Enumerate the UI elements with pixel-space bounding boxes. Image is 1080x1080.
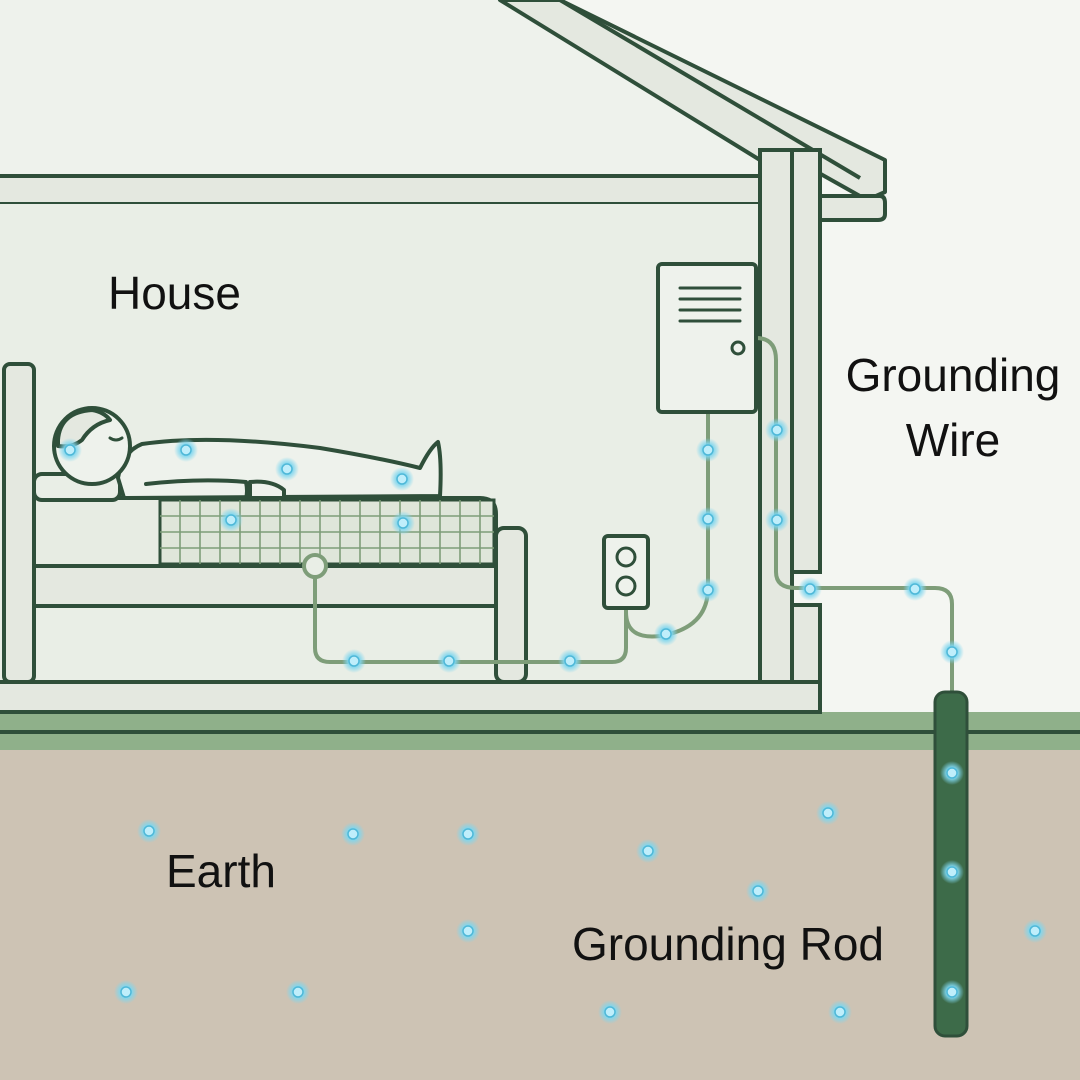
electron-particle-icon — [903, 577, 927, 601]
house-label: House — [108, 267, 241, 319]
panel-box — [656, 262, 758, 414]
electron-particle-icon — [456, 919, 480, 943]
electron-particle-icon — [816, 801, 840, 825]
bed-footboard — [494, 526, 528, 684]
electron-particle-icon — [137, 819, 161, 843]
electron-particle-icon — [58, 438, 82, 462]
panel-knob — [730, 340, 746, 356]
electron-particle-icon — [746, 879, 770, 903]
electron-particle-icon — [828, 1000, 852, 1024]
electron-particle-icon — [390, 467, 414, 491]
electron-particle-icon — [437, 649, 461, 673]
electron-particle-icon — [342, 649, 366, 673]
wall-outer-upper — [790, 148, 822, 574]
electron-particle-icon — [286, 980, 310, 1004]
electron-particle-icon — [275, 457, 299, 481]
electron-particle-icon — [558, 649, 582, 673]
person-arm — [144, 478, 249, 500]
ceiling-beam — [0, 174, 764, 206]
electron-particle-icon — [1023, 919, 1047, 943]
earth-ground — [0, 748, 1080, 1080]
electron-particle-icon — [696, 507, 720, 531]
electron-particle-icon — [940, 860, 964, 884]
panel-to-exterior-wire — [754, 336, 954, 694]
electron-particle-icon — [114, 980, 138, 1004]
bed-icon — [2, 362, 528, 684]
electron-particle-icon — [940, 761, 964, 785]
electron-particle-icon — [798, 577, 822, 601]
electron-particle-icon — [174, 438, 198, 462]
electron-particle-icon — [940, 980, 964, 1004]
grounding-rod-label: Grounding Rod — [572, 918, 884, 970]
electron-particle-icon — [219, 508, 243, 532]
bed-headboard — [2, 362, 36, 684]
earth-label: Earth — [166, 845, 276, 897]
outlet-plate — [602, 534, 650, 610]
roof-overhang — [818, 194, 887, 222]
electron-particle-icon — [636, 839, 660, 863]
electron-particle-icon — [654, 622, 678, 646]
person-eye — [108, 436, 124, 442]
bed-to-outlet-wire — [313, 566, 628, 664]
breaker-panel-icon — [656, 262, 758, 414]
outlet-socket-bottom — [615, 575, 637, 597]
mat-connector — [302, 553, 328, 579]
bed-frame-upper — [32, 564, 498, 608]
electron-particle-icon — [341, 822, 365, 846]
electron-particle-icon — [940, 640, 964, 664]
person-hand — [248, 479, 286, 500]
electron-particles — [58, 418, 1047, 1024]
electron-particle-icon — [456, 822, 480, 846]
electron-particle-icon — [765, 508, 789, 532]
floor — [0, 680, 822, 714]
grounding-wire-label: Grounding Wire — [845, 349, 1061, 467]
outlet-socket-top — [615, 546, 637, 568]
electron-particle-icon — [696, 578, 720, 602]
electron-particle-icon — [765, 418, 789, 442]
electron-particle-icon — [696, 438, 720, 462]
grounding-mat — [158, 498, 496, 566]
electron-particle-icon — [598, 1000, 622, 1024]
wall-outlet-icon — [602, 534, 650, 610]
electron-particle-icon — [391, 511, 415, 535]
